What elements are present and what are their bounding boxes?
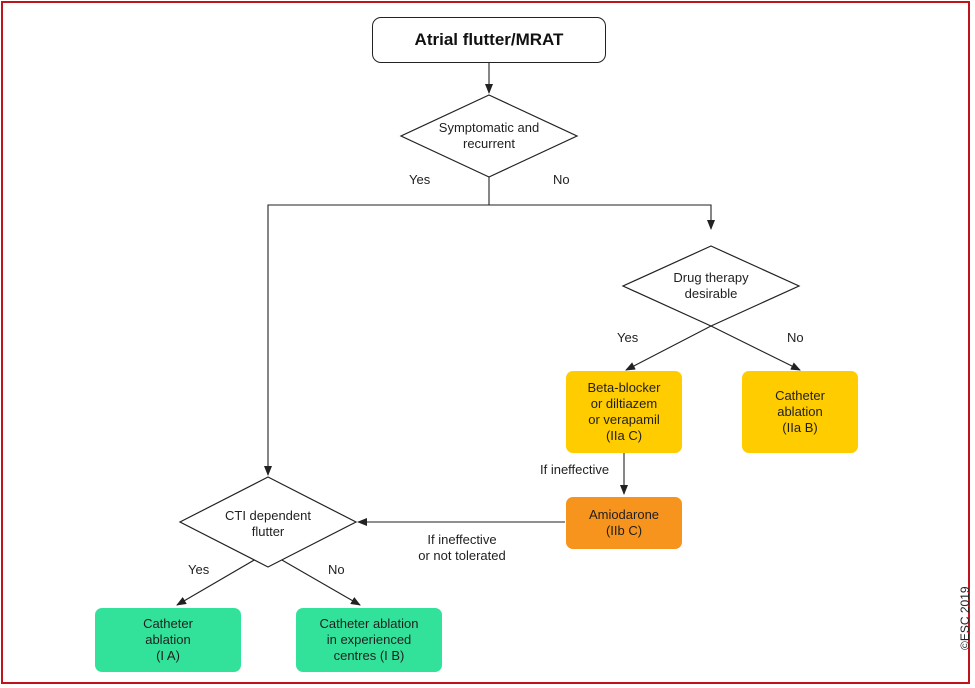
arrow-no-to-drug — [489, 204, 715, 230]
arrow-yes-to-cti — [264, 204, 489, 476]
decision-cti-shape — [178, 476, 358, 568]
box-amiodarone-line2: (IIb C) — [605, 523, 643, 538]
decision-symptomatic-shape — [399, 94, 579, 178]
box-ablation-ia-line2: ablation — [145, 632, 191, 647]
label-symptomatic-yes: Yes — [409, 172, 431, 187]
box-beta-blocker: Beta-blocker or diltiazem or verapamil (… — [566, 371, 682, 453]
decision-symptomatic: Symptomatic and recurrent — [411, 117, 567, 155]
decision-symptomatic-line1: Symptomatic and — [438, 120, 540, 135]
label-not-tolerated-line2: or not tolerated — [418, 548, 506, 563]
decision-cti-line1: CTI dependent — [224, 508, 311, 523]
box-ablation-ia-line1: Catheter — [143, 616, 193, 631]
box-experienced-line1: Catheter ablation — [319, 616, 419, 631]
box-experienced-line2: in experienced — [326, 632, 412, 647]
box-amiodarone-line1: Amiodarone — [588, 507, 660, 522]
label-cti-no: No — [328, 562, 345, 577]
decision-drug-line2: desirable — [684, 286, 738, 301]
label-drug-no: No — [787, 330, 804, 345]
arrow-cti-no-to-experienced — [267, 551, 361, 606]
arrow-drug-yes-to-beta — [625, 325, 712, 371]
label-cti-yes: Yes — [188, 562, 210, 577]
decision-drug: Drug therapy desirable — [633, 267, 789, 305]
decision-drug-line1: Drug therapy — [673, 270, 749, 285]
box-beta-line2: or diltiazem — [590, 396, 658, 411]
box-ablation-ia-line3: (I A) — [156, 648, 180, 663]
start-label: Atrial flutter/MRAT — [414, 30, 564, 49]
start-node: Atrial flutter/MRAT — [372, 17, 606, 63]
label-if-ineffective: If ineffective — [540, 462, 610, 477]
box-catheter-ablation-iia: Catheter ablation (IIa B) — [742, 371, 858, 453]
box-ablation-iia-line1: Catheter — [775, 388, 825, 403]
label-symptomatic-no: No — [553, 172, 570, 187]
box-catheter-ablation-experienced: Catheter ablation in experienced centres… — [296, 608, 442, 672]
label-if-ineffective-line1: If ineffective — [427, 532, 497, 547]
decision-cti: CTI dependent flutter — [190, 505, 346, 543]
box-catheter-ablation-ia: Catheter ablation (I A) — [95, 608, 241, 672]
label-drug-yes: Yes — [617, 330, 639, 345]
box-experienced-line3: centres (I B) — [333, 648, 405, 663]
label-if-ineffective-or-not-tolerated: If ineffective or not tolerated — [414, 532, 510, 564]
arrow-cti-yes-to-ablation — [176, 551, 269, 606]
box-amiodarone: Amiodarone (IIb C) — [566, 497, 682, 549]
decision-drug-shape — [621, 245, 801, 327]
box-beta-line4: (IIa C) — [605, 428, 643, 443]
box-ablation-iia-line3: (IIa B) — [782, 420, 818, 435]
decision-cti-line2: flutter — [251, 524, 285, 539]
arrow-drug-no-to-ablation — [710, 325, 801, 371]
box-ablation-iia-line2: ablation — [777, 404, 823, 419]
decision-symptomatic-line2: recurrent — [462, 136, 516, 151]
box-beta-line1: Beta-blocker — [587, 380, 661, 395]
box-beta-line3: or verapamil — [588, 412, 660, 427]
copyright-notice: ©ESC 2019 — [958, 586, 972, 650]
